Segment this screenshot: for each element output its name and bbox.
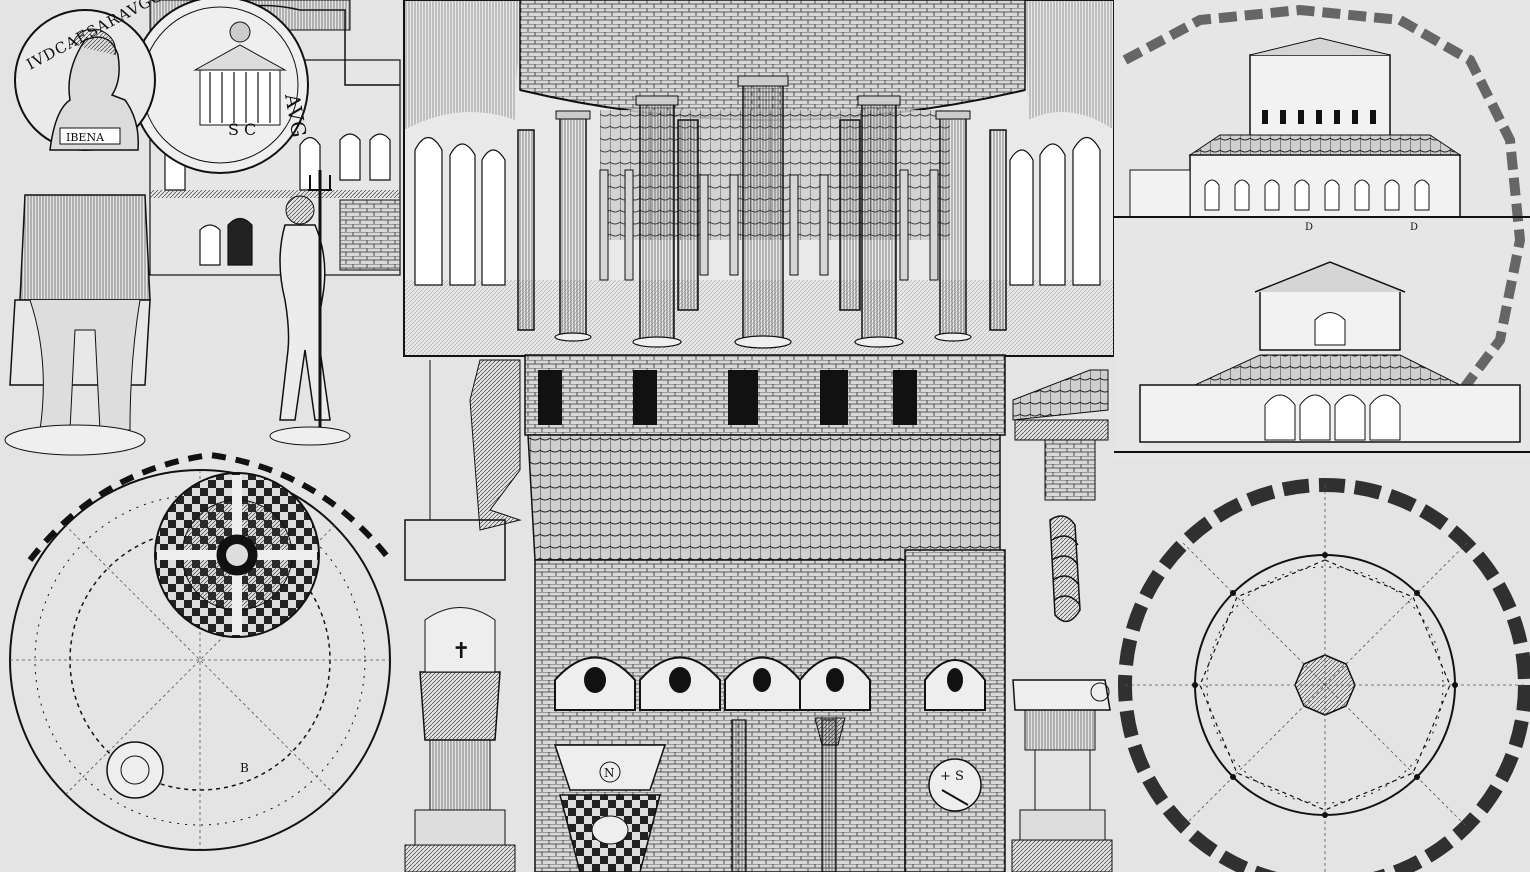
roof-eave-detail <box>1012 369 1109 501</box>
seated-figures-sculpture <box>4 194 151 456</box>
capital-monogram: N <box>604 766 615 780</box>
monogram-medallion: + S <box>928 758 982 812</box>
coin-bottom-letters: S C <box>228 120 256 139</box>
rotunda-interior-view <box>403 0 1115 357</box>
building-section-lower <box>1114 261 1530 453</box>
coin-band-text: IBENA <box>66 131 105 144</box>
corinthian-capital-left: ✝ <box>404 607 516 872</box>
octagonal-ground-plan-right <box>1118 478 1530 872</box>
elevation-letter-d-left: D <box>1305 222 1313 233</box>
medallion-letters: + S <box>940 769 964 784</box>
twisted-column-detail <box>1049 515 1081 623</box>
building-elevation-upper: D D <box>1114 0 1530 460</box>
cornice-profile-detail <box>404 359 522 581</box>
capital-cross-symbol: ✝ <box>452 639 470 664</box>
basket-capital-detail: N <box>553 744 667 872</box>
roman-coin: AVG S C <box>131 0 311 174</box>
ionic-capital-right <box>1011 679 1113 872</box>
male-statue-with-trident <box>269 170 351 446</box>
mosaic-rosette <box>154 472 320 638</box>
brick-wall-elevation <box>524 354 1006 872</box>
plan-letter-b: B <box>240 761 249 775</box>
elevation-letter-d-right: D <box>1410 222 1418 233</box>
